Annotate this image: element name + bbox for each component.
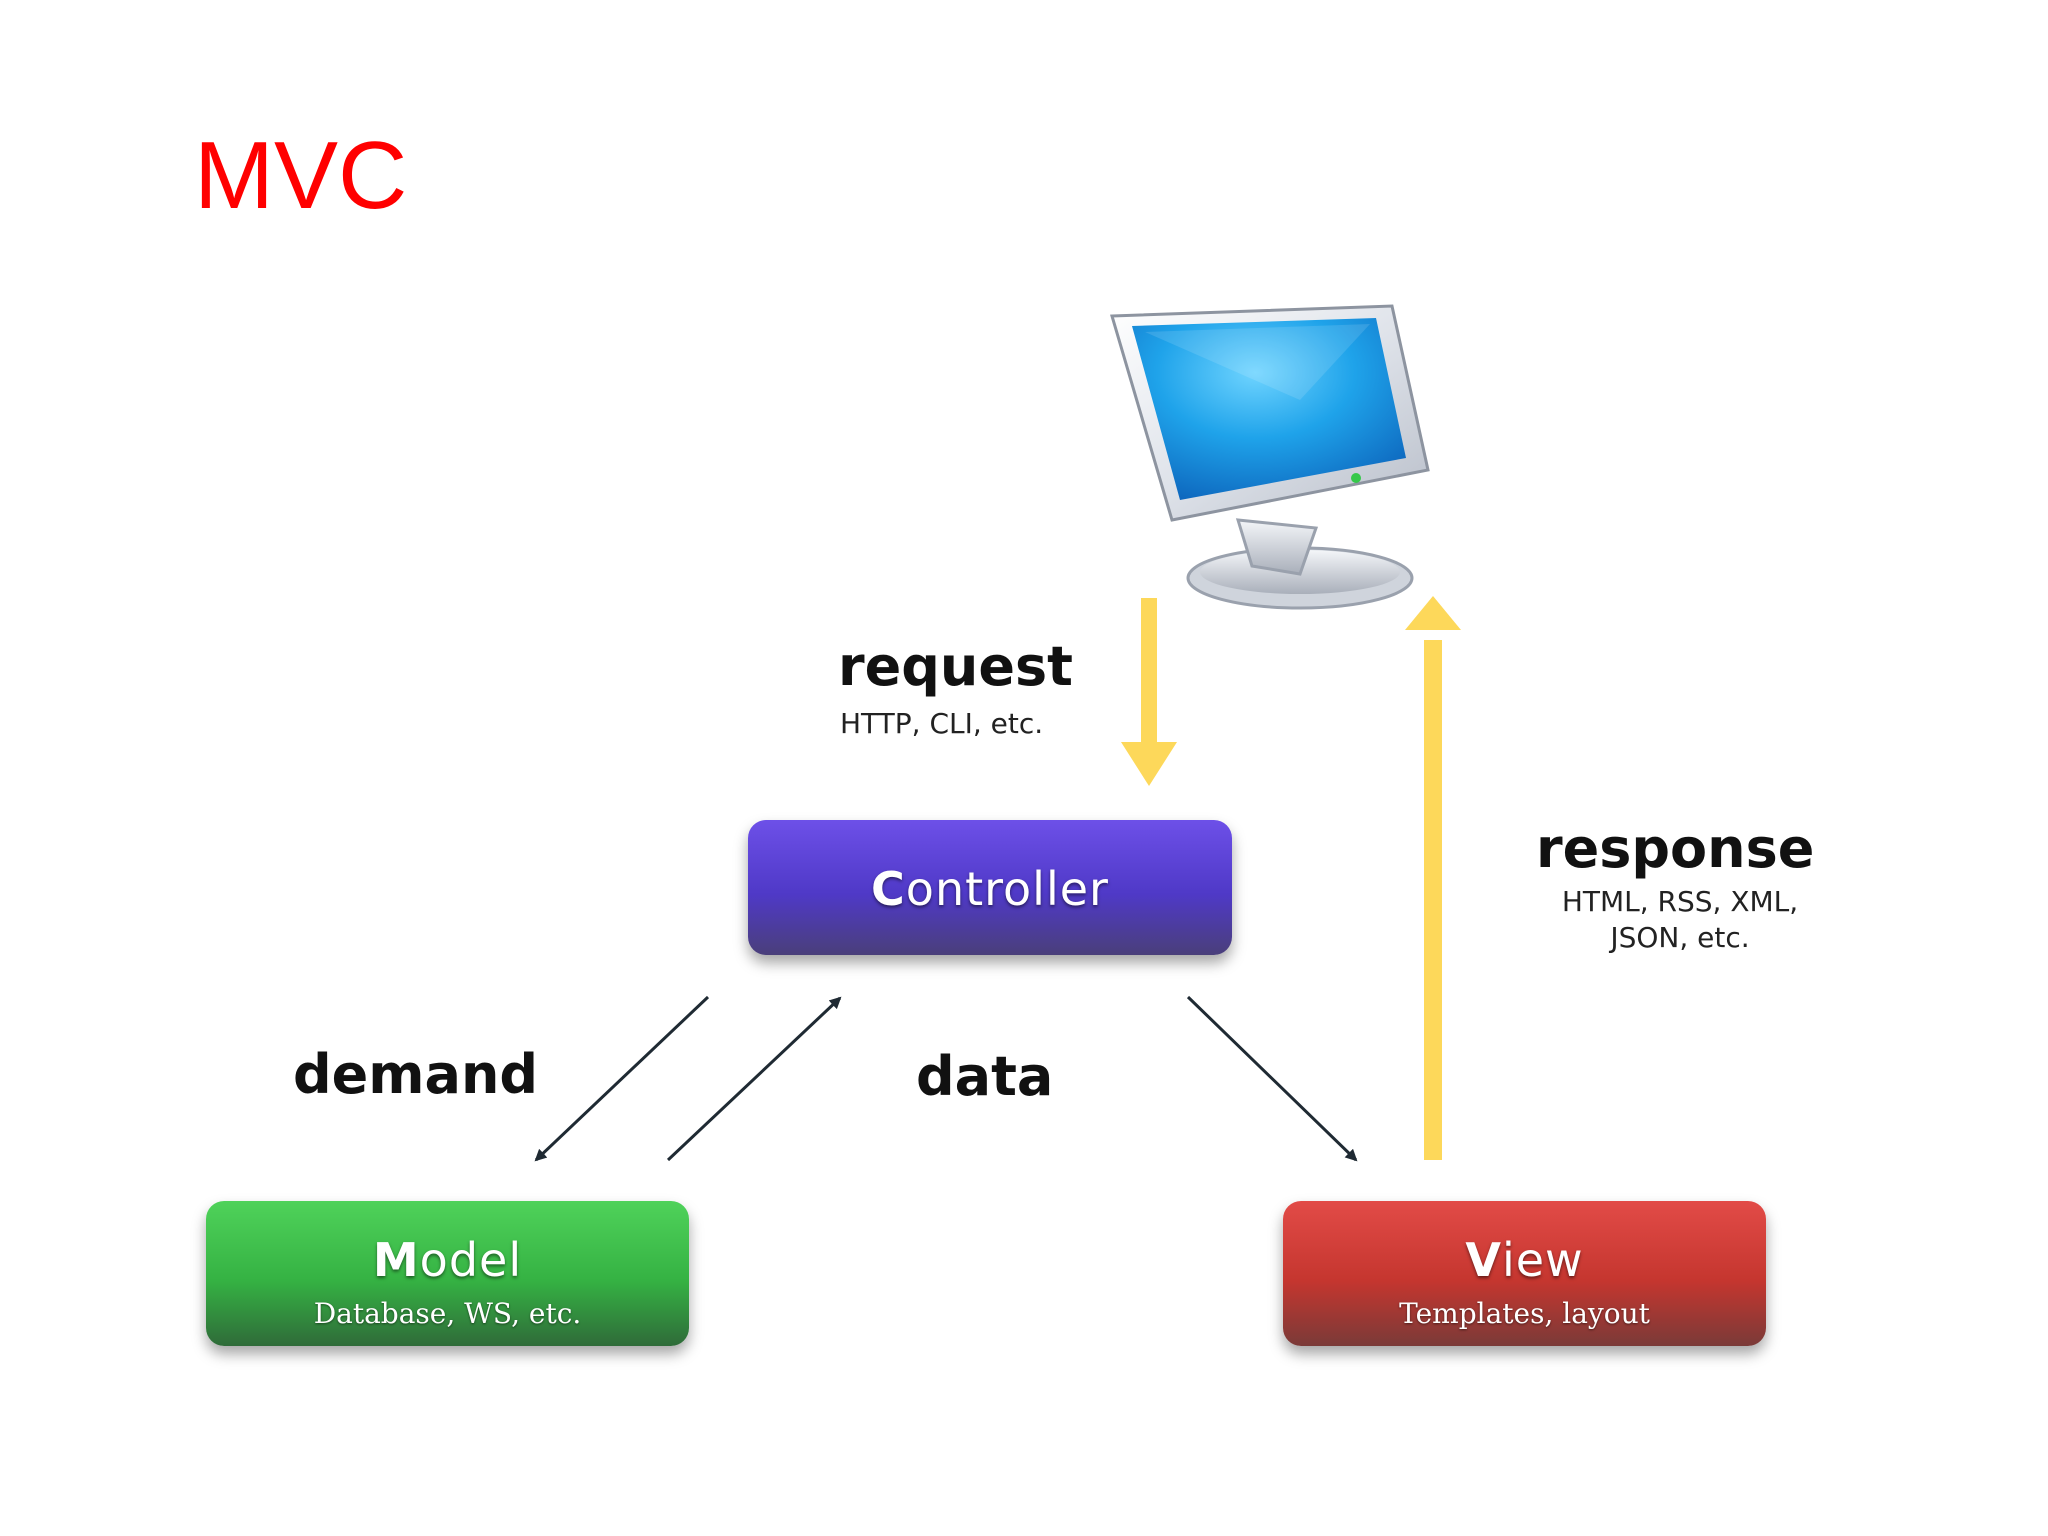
request-sublabel: HTTP, CLI, etc.	[840, 707, 1044, 740]
view-title-initial: V	[1465, 1233, 1502, 1287]
controller-title: Controller	[748, 862, 1232, 916]
data-return-arrow	[666, 996, 842, 1162]
controller-to-view-arrow	[1186, 995, 1358, 1162]
request-arrow	[1121, 598, 1177, 786]
view-box: View Templates, layout	[1283, 1201, 1766, 1346]
demand-arrow	[534, 995, 710, 1162]
view-title-rest: iew	[1501, 1233, 1584, 1287]
slide-title: MVC	[194, 122, 408, 229]
response-sublabel-line2: JSON, etc.	[1610, 921, 1750, 955]
controller-title-initial: C	[871, 862, 906, 916]
computer-monitor-icon	[1110, 304, 1430, 610]
demand-label: demand	[293, 1043, 539, 1106]
data-label: data	[916, 1045, 1054, 1108]
response-label: response	[1536, 817, 1815, 880]
response-arrow	[1405, 596, 1461, 1160]
view-title: View	[1283, 1233, 1766, 1287]
controller-box: Controller	[748, 820, 1232, 955]
model-title-initial: M	[372, 1233, 420, 1287]
controller-title-rest: ontroller	[905, 862, 1109, 916]
response-sublabel: HTML, RSS, XML, JSON, etc.	[1540, 884, 1820, 957]
view-sublabel: Templates, layout	[1399, 1297, 1650, 1330]
model-title: Model	[206, 1233, 689, 1287]
request-label: request	[838, 635, 1073, 698]
response-sublabel-line1: HTML, RSS, XML,	[1561, 885, 1799, 918]
model-box: Model Database, WS, etc.	[206, 1201, 689, 1346]
model-title-rest: odel	[419, 1233, 523, 1287]
model-sublabel: Database, WS, etc.	[313, 1297, 582, 1330]
